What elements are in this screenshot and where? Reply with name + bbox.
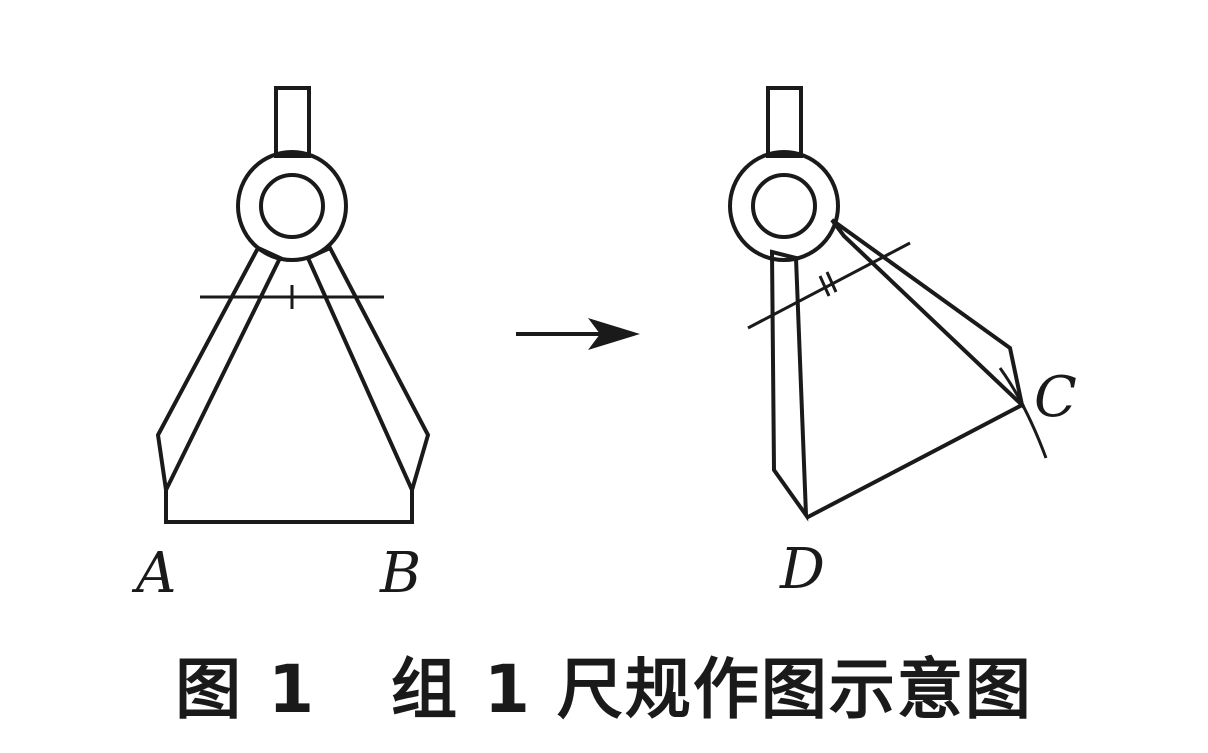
- left-compass-left-leg: [155, 245, 283, 497]
- right-compass-pivot-ring: [728, 150, 840, 262]
- right-compass-left-leg: [769, 249, 809, 522]
- left-compass-pivot-center: [259, 173, 325, 239]
- label-C: C: [1034, 365, 1077, 430]
- label-D: D: [779, 537, 825, 602]
- segment-AB: [164, 490, 414, 524]
- compass-construction-diagram: A B C D: [131, 86, 1077, 606]
- right-compass-tick-1: [818, 275, 831, 297]
- right-compass-right-leg: [830, 218, 1026, 411]
- right-compass-tick-2: [825, 271, 838, 293]
- figure-caption: 图 1 组 1 尺规作图示意图: [175, 651, 1033, 728]
- arc-through-C: [998, 367, 1048, 459]
- left-compass-right-leg: [305, 245, 431, 496]
- segment-DC: [805, 402, 1025, 520]
- right-compass-handle: [766, 86, 803, 158]
- right-compass-pivot-center: [751, 173, 817, 239]
- left-compass-pivot-ring: [236, 150, 348, 262]
- left-compass: [155, 86, 431, 524]
- label-B: B: [379, 541, 421, 606]
- arrow-head: [588, 318, 640, 350]
- right-compass: [728, 86, 1048, 522]
- right-compass-cross-bar: [747, 241, 911, 330]
- label-A: A: [131, 541, 176, 606]
- left-compass-handle: [274, 86, 311, 158]
- transition-arrow: [516, 318, 640, 350]
